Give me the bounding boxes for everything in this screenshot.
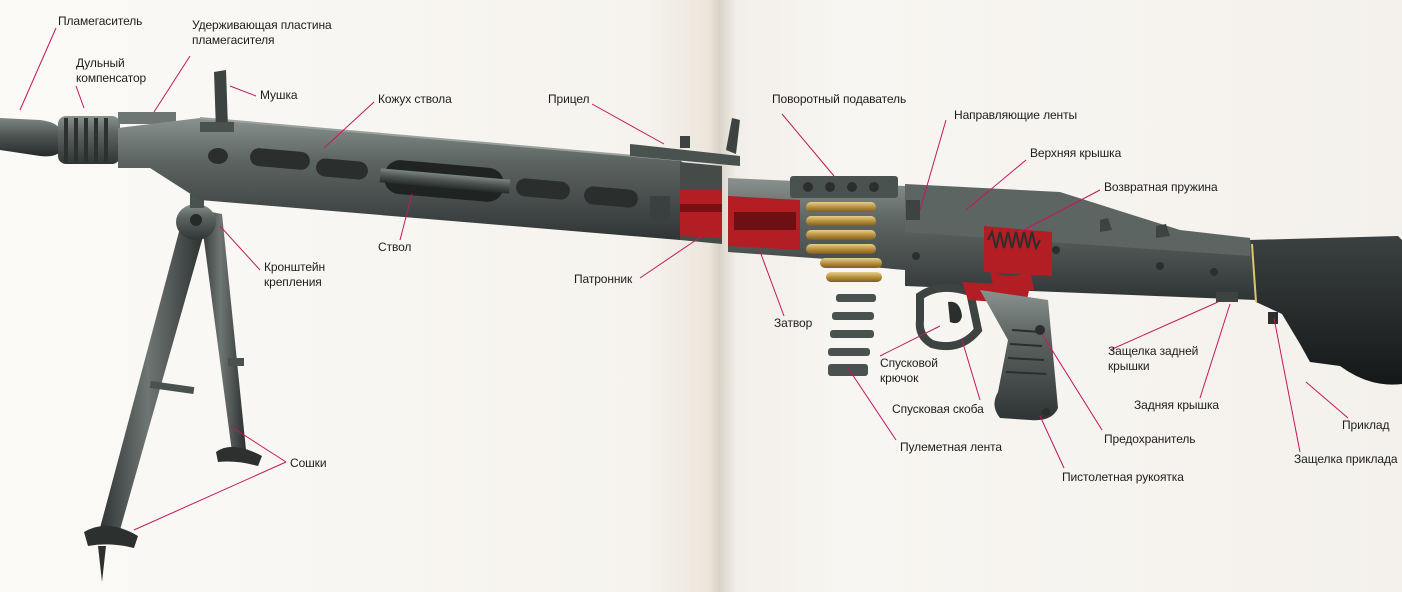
receiver xyxy=(680,162,1256,302)
label-top-cover: Верхняя крышка xyxy=(1030,146,1122,160)
bipod-leg-rear xyxy=(200,210,246,452)
label-retaining-plate: Удерживающая пластина пламегасителя xyxy=(192,18,332,47)
label-bipod-legs: Сошки xyxy=(290,456,327,470)
chamber-cutaway xyxy=(680,190,722,238)
label-bolt: Затвор xyxy=(774,316,813,330)
trigger-guard xyxy=(915,283,983,351)
bipod-foot-rear xyxy=(216,446,262,466)
safety xyxy=(1035,325,1045,335)
bipod-foot-front xyxy=(84,525,138,548)
trigger xyxy=(948,301,962,324)
trigger-group xyxy=(915,282,1058,421)
bipod-brace xyxy=(149,380,195,395)
bipod xyxy=(84,194,262,582)
front-sight xyxy=(200,70,234,132)
label-rear-cover: Задняя крышка xyxy=(1134,398,1219,412)
label-barrel: Ствол xyxy=(378,240,412,254)
label-ammo-belt: Пулеметная лента xyxy=(900,440,1002,454)
pistol-grip xyxy=(980,290,1058,421)
label-rear-cover-latch: Защелка задней крышки xyxy=(1108,344,1199,373)
flash-hider xyxy=(0,118,62,157)
label-barrel-jacket: Кожух ствола xyxy=(378,92,452,106)
rear-sight xyxy=(630,118,740,166)
label-rear-sight: Прицел xyxy=(548,92,590,106)
bipod-leg-front xyxy=(100,226,206,530)
bipod-latch-rear xyxy=(228,358,244,366)
label-belt-guides: Направляющие ленты xyxy=(954,108,1077,122)
stock-latch xyxy=(1268,312,1278,324)
muzzle-assembly xyxy=(0,112,176,164)
label-pistol-grip: Пистолетная рукоятка xyxy=(1062,470,1184,484)
label-trigger: Спусковой крючок xyxy=(880,356,938,385)
label-flash-hider: Пламегаситель xyxy=(58,14,143,28)
muzzle-compensator xyxy=(58,116,120,164)
bipod-spike xyxy=(98,546,106,582)
label-trigger-guard: Спусковая скоба xyxy=(892,402,984,416)
bolt xyxy=(734,212,796,230)
return-spring xyxy=(987,229,1041,251)
rear-cover-latch xyxy=(1216,292,1238,302)
retaining-plate xyxy=(118,112,176,124)
return-spring-cutaway xyxy=(984,226,1052,276)
label-muzzle-compensator: Дульный компенсатор xyxy=(76,56,147,85)
label-bipod-bracket: Кронштейн крепления xyxy=(264,260,326,289)
leader-lines xyxy=(19,27,1349,531)
barrel xyxy=(379,168,511,194)
label-stock-latch: Защелка приклада xyxy=(1294,452,1398,466)
label-return-spring: Возвратная пружина xyxy=(1104,180,1218,194)
label-front-sight: Мушка xyxy=(260,88,298,102)
cartridges xyxy=(806,202,882,282)
ammo-belt xyxy=(828,294,876,376)
rotary-feed xyxy=(790,176,898,198)
label-stock: Приклад xyxy=(1342,418,1390,432)
belt-guides xyxy=(906,200,920,220)
barrel-jacket xyxy=(118,117,700,240)
label-rotary-feed: Поворотный подаватель xyxy=(772,92,907,106)
stock xyxy=(1250,236,1402,385)
label-safety: Предохранитель xyxy=(1104,432,1196,446)
label-chamber: Патронник xyxy=(574,272,633,286)
